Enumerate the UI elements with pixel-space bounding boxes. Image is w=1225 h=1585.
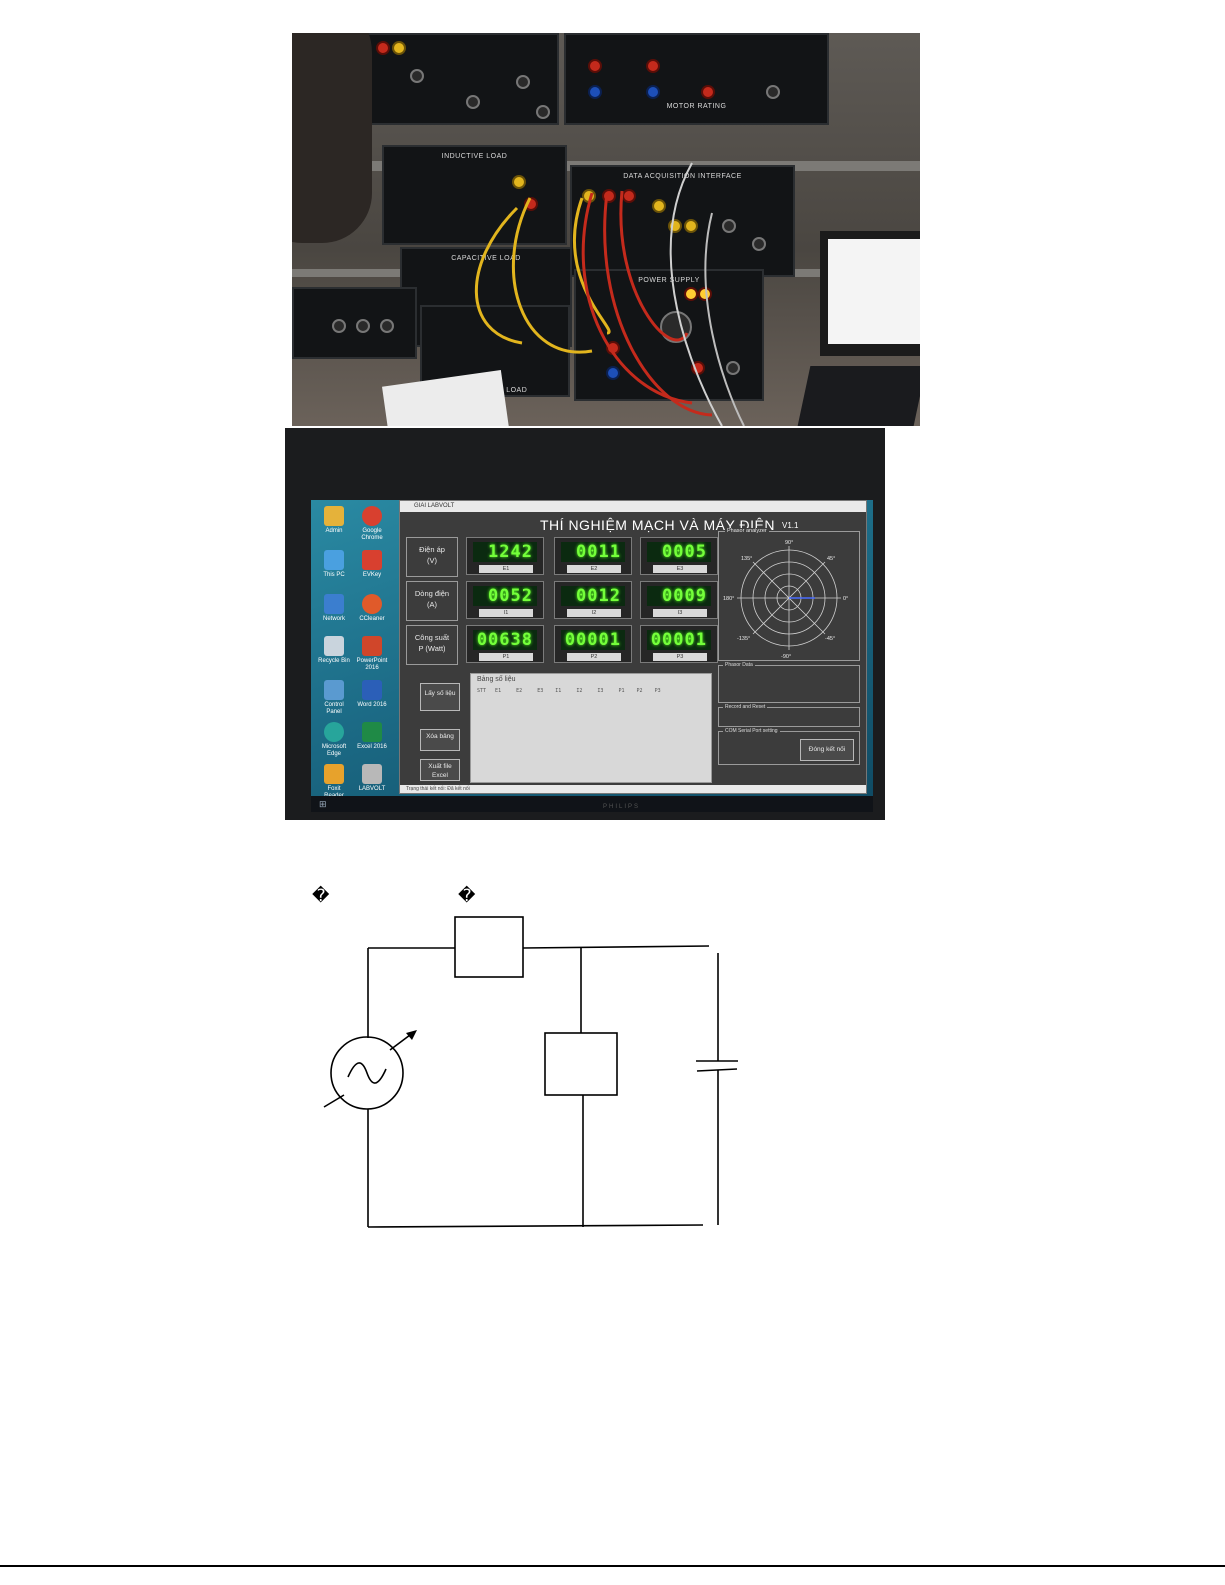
angle-label: 180° bbox=[723, 596, 734, 602]
person-head bbox=[292, 33, 372, 243]
phasor-data-box: Phasor Data bbox=[718, 662, 860, 703]
angle-label: 90° bbox=[785, 540, 793, 546]
page-bottom-rule bbox=[0, 1565, 1225, 1567]
angle-label: -45° bbox=[825, 636, 835, 642]
side-monitor bbox=[820, 231, 920, 356]
taskbar: ⊞ bbox=[311, 796, 873, 812]
status-bar: Trạng thái kết nối: Đã kết nối bbox=[400, 785, 866, 793]
angle-label: 45° bbox=[827, 556, 835, 562]
app-version: V1.1 bbox=[782, 521, 799, 530]
desktop-icon[interactable]: EVKey bbox=[355, 550, 389, 579]
sine-wave-icon bbox=[347, 1062, 387, 1084]
export-excel-button[interactable]: Xuất file Excel bbox=[420, 759, 460, 781]
desktop-icon[interactable]: LABVOLT bbox=[355, 764, 389, 793]
monitor-brand: PHILIPS bbox=[603, 804, 641, 810]
placeholder-glyph: � bbox=[312, 886, 330, 906]
desktop-icon[interactable]: Microsoft Edge bbox=[317, 722, 351, 758]
phasor-analyzer: Phasor analyzer 90° 45° 0° -45° -90° bbox=[718, 528, 860, 661]
desktop-icon[interactable]: This PC bbox=[317, 550, 351, 579]
module-label: POWER SUPPLY bbox=[638, 277, 700, 284]
top-left-module bbox=[364, 33, 559, 125]
series-impedance-box bbox=[454, 916, 524, 978]
app-titlebar[interactable]: GIAI LABVOLT bbox=[400, 501, 866, 512]
desktop-icon[interactable]: Google Chrome bbox=[355, 506, 389, 542]
windows-desktop: Admin Google Chrome This PC EVKey Networ… bbox=[311, 500, 873, 812]
lab-bench-photo: MOTOR RATING INDUCTIVE LOAD DATA ACQUISI… bbox=[292, 33, 920, 426]
record-reset-box: Record and Reset bbox=[718, 704, 860, 727]
module-label: CAPACITIVE LOAD bbox=[451, 255, 521, 262]
desktop-icon[interactable]: Word 2016 bbox=[355, 680, 389, 709]
phasor-title: Phasor analyzer bbox=[725, 528, 769, 534]
inductive-load-module: INDUCTIVE LOAD bbox=[382, 145, 567, 245]
data-table-header: STT E1 E2 E3 I1 I2 I3 P1 P2 P3 bbox=[477, 688, 661, 694]
disconnect-button[interactable]: Đóng kết nối bbox=[800, 739, 854, 761]
clear-table-button[interactable]: Xóa bảng bbox=[420, 729, 460, 751]
desktop-icon[interactable]: Foxit Reader bbox=[317, 764, 351, 800]
desktop-icon[interactable]: CCleaner bbox=[355, 594, 389, 623]
phasor-diagram: 90° 45° 0° -45° -90° -135° 180° 135° bbox=[723, 540, 848, 660]
patch-cables bbox=[474, 162, 745, 426]
desktop-icon[interactable]: PowerPoint 2016 bbox=[355, 636, 389, 672]
desktop-icon[interactable]: Recycle Bin bbox=[317, 636, 351, 665]
module-label: INDUCTIVE LOAD bbox=[441, 153, 508, 160]
data-table-title: Bảng số liệu bbox=[477, 676, 516, 683]
wire bbox=[522, 945, 710, 949]
circuit-diagram bbox=[323, 916, 738, 1228]
angle-label: 135° bbox=[741, 556, 752, 562]
voltage-label: Điện áp(V) bbox=[406, 537, 458, 577]
ac-source-symbol bbox=[330, 1036, 404, 1110]
desktop-icon[interactable]: Control Panel bbox=[317, 680, 351, 716]
data-table: Bảng số liệu STT E1 E2 E3 I1 I2 I3 P1 P2… bbox=[470, 673, 712, 783]
current-label: Dòng điện(A) bbox=[406, 581, 458, 621]
placeholder-glyph: � bbox=[458, 886, 476, 906]
shunt-impedance-box bbox=[544, 1032, 618, 1096]
desktop-icon[interactable]: Excel 2016 bbox=[355, 722, 389, 751]
angle-label: -135° bbox=[737, 636, 750, 642]
wire bbox=[367, 1224, 704, 1228]
module-label: MOTOR RATING bbox=[666, 103, 727, 110]
com-settings-box: COM Serial Port setting bbox=[718, 728, 860, 765]
motor-module: MOTOR RATING bbox=[564, 33, 829, 125]
power-supply-module: POWER SUPPLY bbox=[574, 269, 764, 401]
labvolt-app-window[interactable]: GIAI LABVOLT THÍ NGHIỆM MẠCH VÀ MÁY ĐIỆN… bbox=[399, 500, 867, 794]
monitor-photo: Admin Google Chrome This PC EVKey Networ… bbox=[285, 428, 885, 820]
angle-label: 0° bbox=[843, 596, 848, 602]
side-module bbox=[292, 287, 417, 359]
app-title: THÍ NGHIỆM MẠCH VÀ MÁY ĐIỆN bbox=[540, 517, 775, 533]
capacitor-plate bbox=[696, 1068, 738, 1072]
windows-start-icon[interactable]: ⊞ bbox=[319, 799, 327, 809]
get-data-button[interactable]: Lấy số liệu bbox=[420, 683, 460, 711]
wire bbox=[323, 1094, 345, 1108]
angle-label: -90° bbox=[781, 654, 791, 660]
module-label: DATA ACQUISITION INTERFACE bbox=[623, 173, 742, 180]
desktop-icon[interactable]: Admin bbox=[317, 506, 351, 535]
desktop-icon[interactable]: Network bbox=[317, 594, 351, 623]
